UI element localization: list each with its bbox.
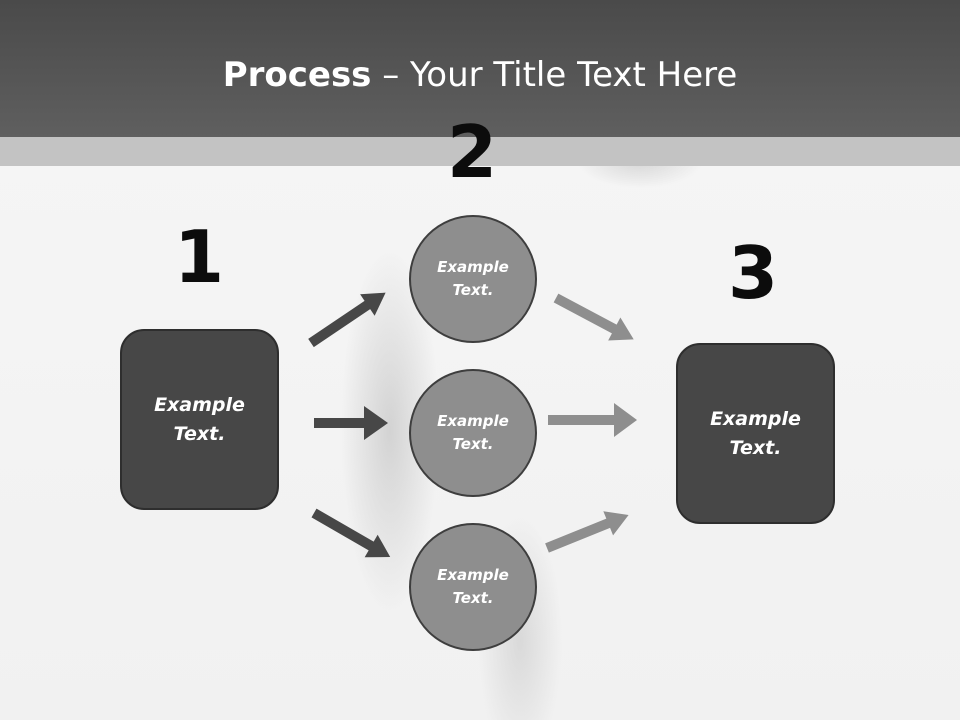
arrow-right-left <box>314 406 388 440</box>
title-bar <box>0 0 960 137</box>
circle-label-bottom: Example Text. <box>437 566 509 607</box>
title-bold-word: Process <box>222 55 372 95</box>
arrow-down-right-left <box>311 508 391 558</box>
start-box: Example Text. <box>120 329 279 510</box>
title-rest: – Your Title Text Here <box>371 55 738 95</box>
circle-label-top: Example Text. <box>437 258 509 299</box>
start-box-label: Example Text. <box>154 393 245 445</box>
circle-label-center: Example Text. <box>437 412 509 453</box>
middle-circle-bottom: Example Text. <box>409 523 537 651</box>
end-box-label: Example Text. <box>710 407 801 459</box>
slide-title: Process – Your Title Text Here <box>0 52 960 98</box>
arrow-right-right <box>548 403 637 437</box>
end-box: Example Text. <box>676 343 835 524</box>
arrow-down-right-right <box>553 293 634 341</box>
step-number-2: 2 <box>446 110 498 194</box>
arrow-up-right-right <box>545 511 629 553</box>
title-underline-band <box>0 137 960 166</box>
step-number-1: 1 <box>173 215 225 299</box>
middle-circle-top: Example Text. <box>409 215 537 343</box>
middle-circle-center: Example Text. <box>409 369 537 497</box>
step-number-3: 3 <box>727 231 779 315</box>
arrow-up-right-left <box>308 292 386 348</box>
